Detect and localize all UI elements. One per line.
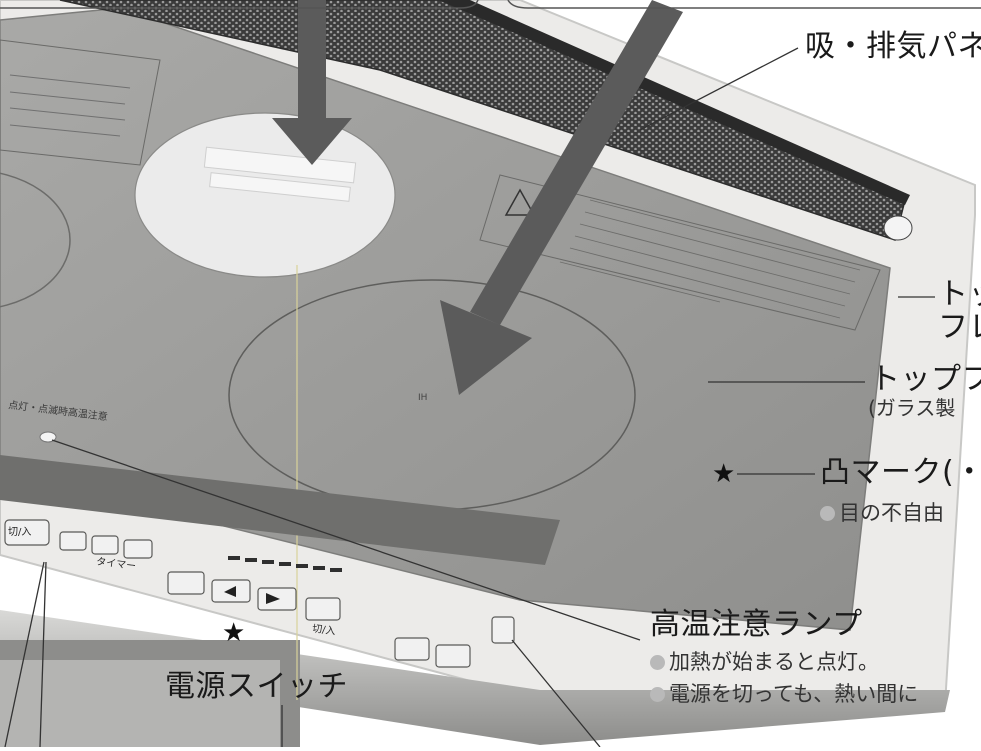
label-bump-mark: 凸マーク(・ [820,455,981,490]
star-icon-panel: ★ [222,618,246,648]
power-level-dashes [228,556,342,572]
svg-text:IH: IH [418,393,427,403]
leader-lines [4,47,935,748]
label-hot-lamp-note1: 加熱が始まると点灯。 [650,652,879,673]
warning-panel [479,174,881,331]
callout-box-right [507,0,981,9]
bullet-icon [820,506,835,521]
callout-arrows [272,0,683,395]
label-top-frame-1: トッ [938,277,981,312]
button-caption-left-onoff: 切/入 [8,527,32,538]
hot-lamp-indicator [39,431,57,443]
label-hot-lamp: 高温注意ランプ [650,607,863,642]
front-edge [0,610,950,745]
instruction-panel-left [0,39,161,166]
warning-text-lines [559,199,861,319]
label-top-plate: トップフ [870,362,981,397]
instruction-lines-left [9,74,131,137]
label-hot-lamp-note2: 電源を切っても、熱い間に [650,684,918,705]
warning-triangle-icon [504,188,536,216]
control-strip [0,455,560,565]
left-arrow-button-icon [224,586,236,597]
label-vent-panel: 吸・排気パネ [805,29,981,64]
center-back-burner [134,112,396,278]
callout-box-left [0,0,479,9]
label-bump-mark-note: 目の不自由 [820,503,944,524]
control-buttons[interactable] [4,519,515,668]
right-arrow-button-icon [266,593,280,604]
label-top-plate-note: (ガラス製 [868,396,956,420]
bullet-icon [650,687,665,702]
left-burner-zone [0,172,71,308]
label-power-switch: 電源スイッチ [165,669,348,704]
bullet-icon [650,655,665,670]
label-top-frame-2: フレ [938,310,981,345]
star-icon: ★ [712,459,736,489]
